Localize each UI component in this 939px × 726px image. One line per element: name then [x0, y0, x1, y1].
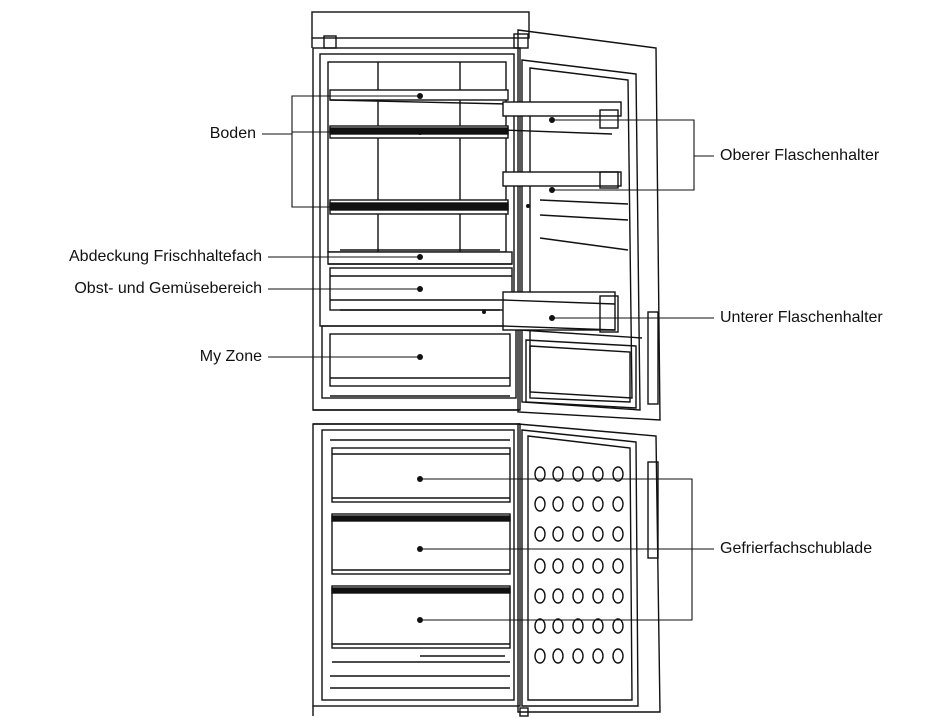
upper-bottle-holder: [502, 101, 629, 251]
door-circle: [552, 466, 564, 482]
door-circle: [552, 588, 564, 604]
door-circle: [612, 648, 624, 664]
freezer-bottom: [330, 655, 510, 689]
freezer-door-pattern: [534, 466, 624, 664]
door-circle: [572, 618, 584, 634]
door-circle: [534, 588, 546, 604]
door-circle: [534, 496, 546, 512]
leader-lines: [262, 95, 714, 621]
label-my-zone: My Zone: [199, 348, 262, 365]
door-circle: [534, 558, 546, 574]
freezer-cabinet: [312, 423, 521, 707]
door-circle: [534, 466, 546, 482]
door-circle: [612, 558, 624, 574]
door-circle: [572, 466, 584, 482]
lower-bottle-holder: [502, 291, 619, 333]
door-circle: [534, 526, 546, 542]
door-circle: [552, 496, 564, 512]
door-circle: [572, 588, 584, 604]
freezer-drawer-3: [331, 585, 511, 649]
door-handle-upper: [647, 311, 659, 405]
door-circle: [552, 618, 564, 634]
door-circle: [592, 558, 604, 574]
label-boden: Boden: [209, 125, 256, 142]
bracket-boden: [291, 95, 420, 208]
door-circle: [572, 558, 584, 574]
door-circle: [612, 588, 624, 604]
door-circle: [592, 648, 604, 664]
door-circle: [612, 496, 624, 512]
door-circle: [592, 588, 604, 604]
freezer-door-open: [517, 423, 661, 717]
label-oberer-flaschenhalter: Oberer Flaschenhalter: [720, 147, 880, 164]
my-zone-drawer: [313, 325, 520, 425]
door-circle: [534, 648, 546, 664]
cabinet-top: [311, 11, 530, 49]
door-circle: [572, 526, 584, 542]
bracket-oberer: [552, 119, 695, 191]
door-circle: [592, 526, 604, 542]
label-dots: [417, 93, 555, 623]
freezer-drawer-2: [331, 513, 511, 575]
door-circle: [612, 466, 624, 482]
door-circle: [552, 526, 564, 542]
label-gefrierfachschublade: Gefrierfachschublade: [720, 540, 873, 557]
door-circle: [572, 648, 584, 664]
door-circle: [592, 496, 604, 512]
door-circle: [592, 618, 604, 634]
door-circle: [592, 466, 604, 482]
freezer-drawer-1: [331, 447, 511, 503]
door-circle: [612, 526, 624, 542]
door-circle: [612, 618, 624, 634]
label-abdeckung-frischhaltefach: Abdeckung Frischhaltefach: [69, 248, 262, 265]
door-circle: [552, 558, 564, 574]
fridge-door-open: [517, 29, 661, 421]
label-unterer-flaschenhalter: Unterer Flaschenhalter: [720, 309, 883, 326]
door-circle: [552, 648, 564, 664]
door-circle: [534, 618, 546, 634]
label-obst-gemuesebereich: Obst- und Gemüsebereich: [74, 280, 262, 297]
door-panel-window: [525, 339, 637, 409]
door-circle: [572, 496, 584, 512]
